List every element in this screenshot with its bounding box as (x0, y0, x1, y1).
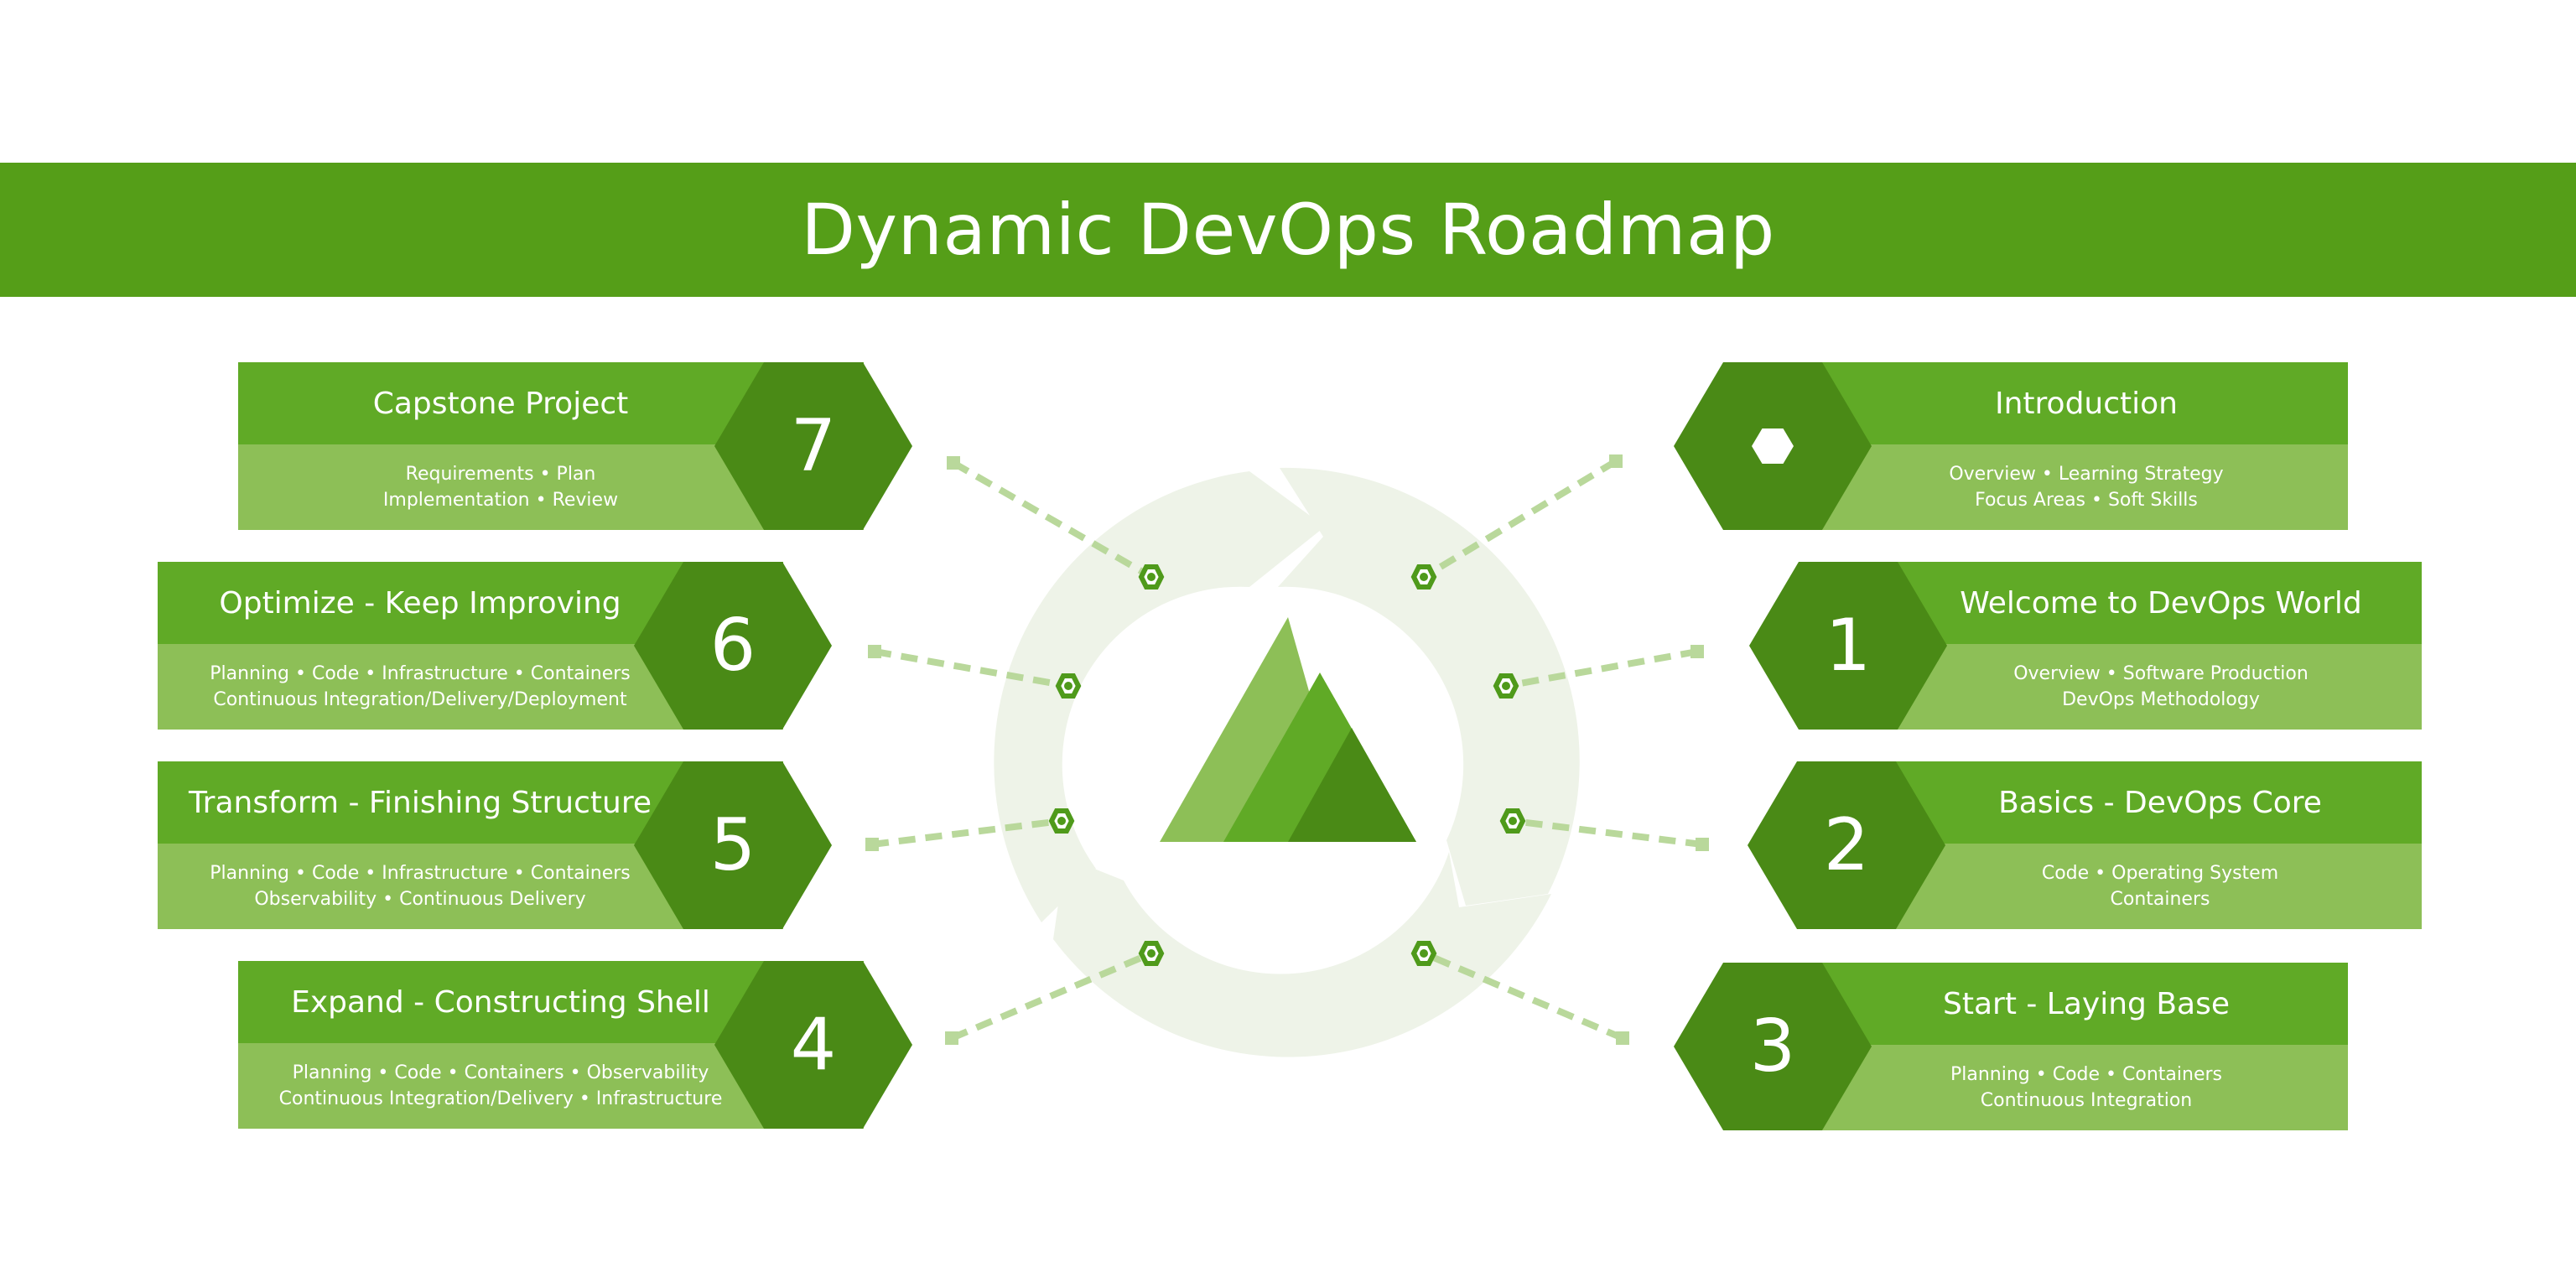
center-triangle-logo (1160, 617, 1416, 842)
cycle-ring (994, 467, 1580, 1057)
connector-end-marker (947, 456, 960, 470)
stage-topics-line: Continuous Integration/Delivery • Infras… (278, 1088, 723, 1109)
connector-line (1512, 818, 1703, 848)
connector-nodes (1048, 564, 1526, 966)
stage-topics-line: Code • Operating System (2041, 863, 2279, 884)
stage-title: Introduction (1994, 386, 2178, 421)
stage-number: 5 (709, 803, 756, 887)
cycle-arrow-segment (994, 471, 1325, 922)
stage-topics-line: Overview • Learning Strategy (1949, 464, 2224, 485)
stage-number: 1 (1825, 604, 1872, 688)
stage-title: Welcome to DevOps World (1960, 585, 2362, 621)
stage-title: Expand - Constructing Shell (291, 984, 710, 1020)
stage-number-hex: 4 (714, 961, 912, 1129)
connector-line (950, 950, 1153, 1041)
stage-topics-line: Planning • Code • Infrastructure • Conta… (210, 663, 631, 684)
cycle-arrow-segment (1053, 852, 1551, 1057)
stage-topics-line: Continuous Integration (1980, 1090, 2193, 1111)
stage-topics-line: Focus Areas • Soft Skills (1975, 490, 2198, 511)
node-hex-icon (1499, 808, 1526, 834)
stage-topics-line: Planning • Code • Containers (1950, 1064, 2222, 1085)
node-hex-icon (1410, 564, 1437, 589)
connector-end-markers (865, 454, 1709, 1045)
stage-number: 7 (790, 404, 837, 488)
page-title: Dynamic DevOps Roadmap (801, 189, 1775, 271)
node-hex-icon (1138, 564, 1165, 589)
stage-number: 4 (790, 1003, 837, 1087)
node-hex-icon (1493, 673, 1519, 699)
stage-topics-line: Observability • Continuous Delivery (254, 889, 586, 910)
stage-topics-line: Requirements • Plan (405, 464, 596, 485)
hexagon-icon (1752, 428, 1794, 464)
node-hex-icon (1055, 673, 1082, 699)
stage-topics-line: Planning • Code • Containers • Observabi… (292, 1062, 709, 1083)
connector-line (874, 648, 1069, 689)
connector-line (952, 460, 1153, 580)
triangle-dark-facet (1288, 728, 1416, 842)
connector-line (1422, 950, 1624, 1041)
stage-topics-line: DevOps Methodology (2062, 689, 2260, 710)
stage-topics-line: Implementation • Review (382, 490, 619, 511)
stage-title: Optimize - Keep Improving (219, 585, 621, 621)
stage-title: Capstone Project (372, 386, 629, 421)
connector-line (1421, 458, 1618, 580)
stage-topics-line: Continuous Integration/Delivery/Deployme… (213, 689, 627, 710)
node-hex-icon (1048, 808, 1075, 834)
stage-title: Start - Laying Base (1942, 986, 2231, 1021)
stage-number: 6 (709, 604, 756, 688)
stage-topics-line: Planning • Code • Infrastructure • Conta… (210, 863, 631, 884)
connector-end-marker (868, 645, 881, 658)
cycle-arrow-segment (1278, 467, 1580, 906)
title-banner: Dynamic DevOps Roadmap (0, 163, 2576, 297)
connector-end-marker (945, 1031, 958, 1045)
stage-title: Basics - DevOps Core (1998, 785, 2322, 820)
connector-line (871, 818, 1062, 848)
stage-title: Transform - Finishing Structure (188, 785, 652, 820)
stage-number: 3 (1749, 1005, 1796, 1088)
connector-end-marker (1696, 838, 1709, 851)
node-hex-icon (1138, 941, 1165, 966)
connector-end-marker (1609, 454, 1623, 468)
stage-number: 2 (1823, 803, 1870, 887)
stage-topics-line: Containers (2110, 889, 2210, 910)
connector-end-marker (865, 838, 879, 851)
connector-line (1505, 648, 1698, 689)
stage-topics-line: Overview • Software Production (2013, 663, 2309, 684)
node-hex-icon (1410, 941, 1437, 966)
connector-end-marker (1616, 1031, 1629, 1045)
connectors (871, 458, 1703, 1041)
connector-end-marker (1690, 645, 1704, 658)
